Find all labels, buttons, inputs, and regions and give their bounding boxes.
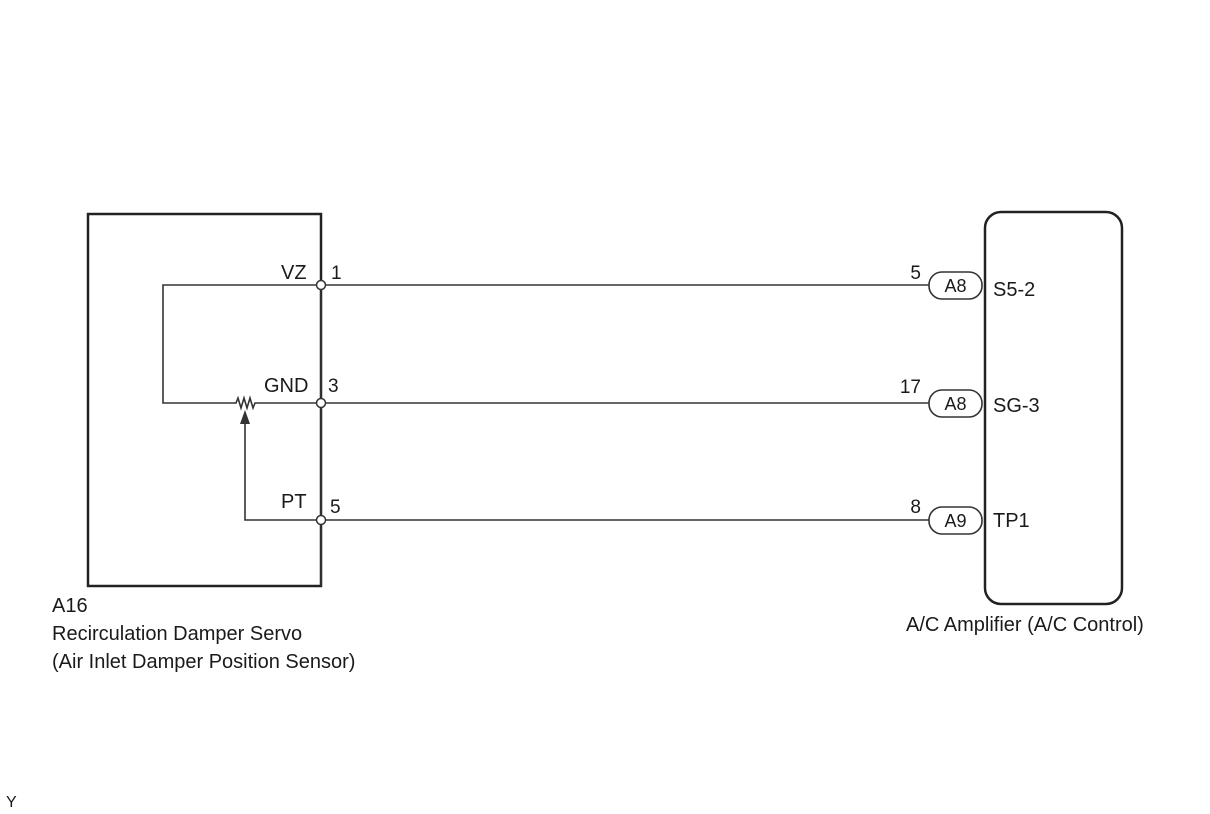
terminal-label-sg-3: SG-3 <box>993 395 1040 417</box>
pin-label-vz: VZ <box>281 262 307 284</box>
terminal-icon <box>315 279 327 291</box>
wire-gnd: GND 3 17 A8 SG-3 <box>264 375 1040 418</box>
terminal-label-tp1: TP1 <box>993 510 1030 532</box>
connector-badge <box>928 506 983 535</box>
connector-code: A8 <box>944 276 966 296</box>
servo-name: Recirculation Damper Servo <box>52 623 302 645</box>
wiper-arrow-icon <box>240 410 250 424</box>
pin-number-left-5: 5 <box>330 497 341 518</box>
internal-loop-wire <box>162 284 321 404</box>
servo-code: A16 <box>52 595 88 617</box>
connector-badge <box>928 389 983 418</box>
wiper-wire <box>244 420 321 521</box>
terminal-icon <box>315 514 327 526</box>
connector-code: A9 <box>944 511 966 531</box>
pin-number-right-1: 5 <box>910 263 921 284</box>
pin-number-left-3: 3 <box>328 376 339 397</box>
pin-number-left-1: 1 <box>331 263 342 284</box>
corner-mark: Y <box>6 794 17 811</box>
pin-number-right-8: 8 <box>910 497 921 518</box>
terminal-label-s5-2: S5-2 <box>993 279 1035 301</box>
pin-number-right-17: 17 <box>900 377 921 398</box>
wire-pt: PT 5 8 A9 TP1 <box>281 491 1030 535</box>
connector-code: A8 <box>944 394 966 414</box>
pin-label-gnd: GND <box>264 375 308 397</box>
amplifier-name: A/C Amplifier (A/C Control) <box>906 614 1144 636</box>
servo-subname: (Air Inlet Damper Position Sensor) <box>52 651 355 673</box>
terminal-icon <box>315 397 327 409</box>
pin-label-pt: PT <box>281 491 307 513</box>
potentiometer-resistor <box>232 395 258 411</box>
wire-vz: VZ 1 5 A8 S5-2 <box>281 262 1035 301</box>
connector-badge <box>928 271 983 300</box>
amplifier-box <box>983 210 1124 606</box>
